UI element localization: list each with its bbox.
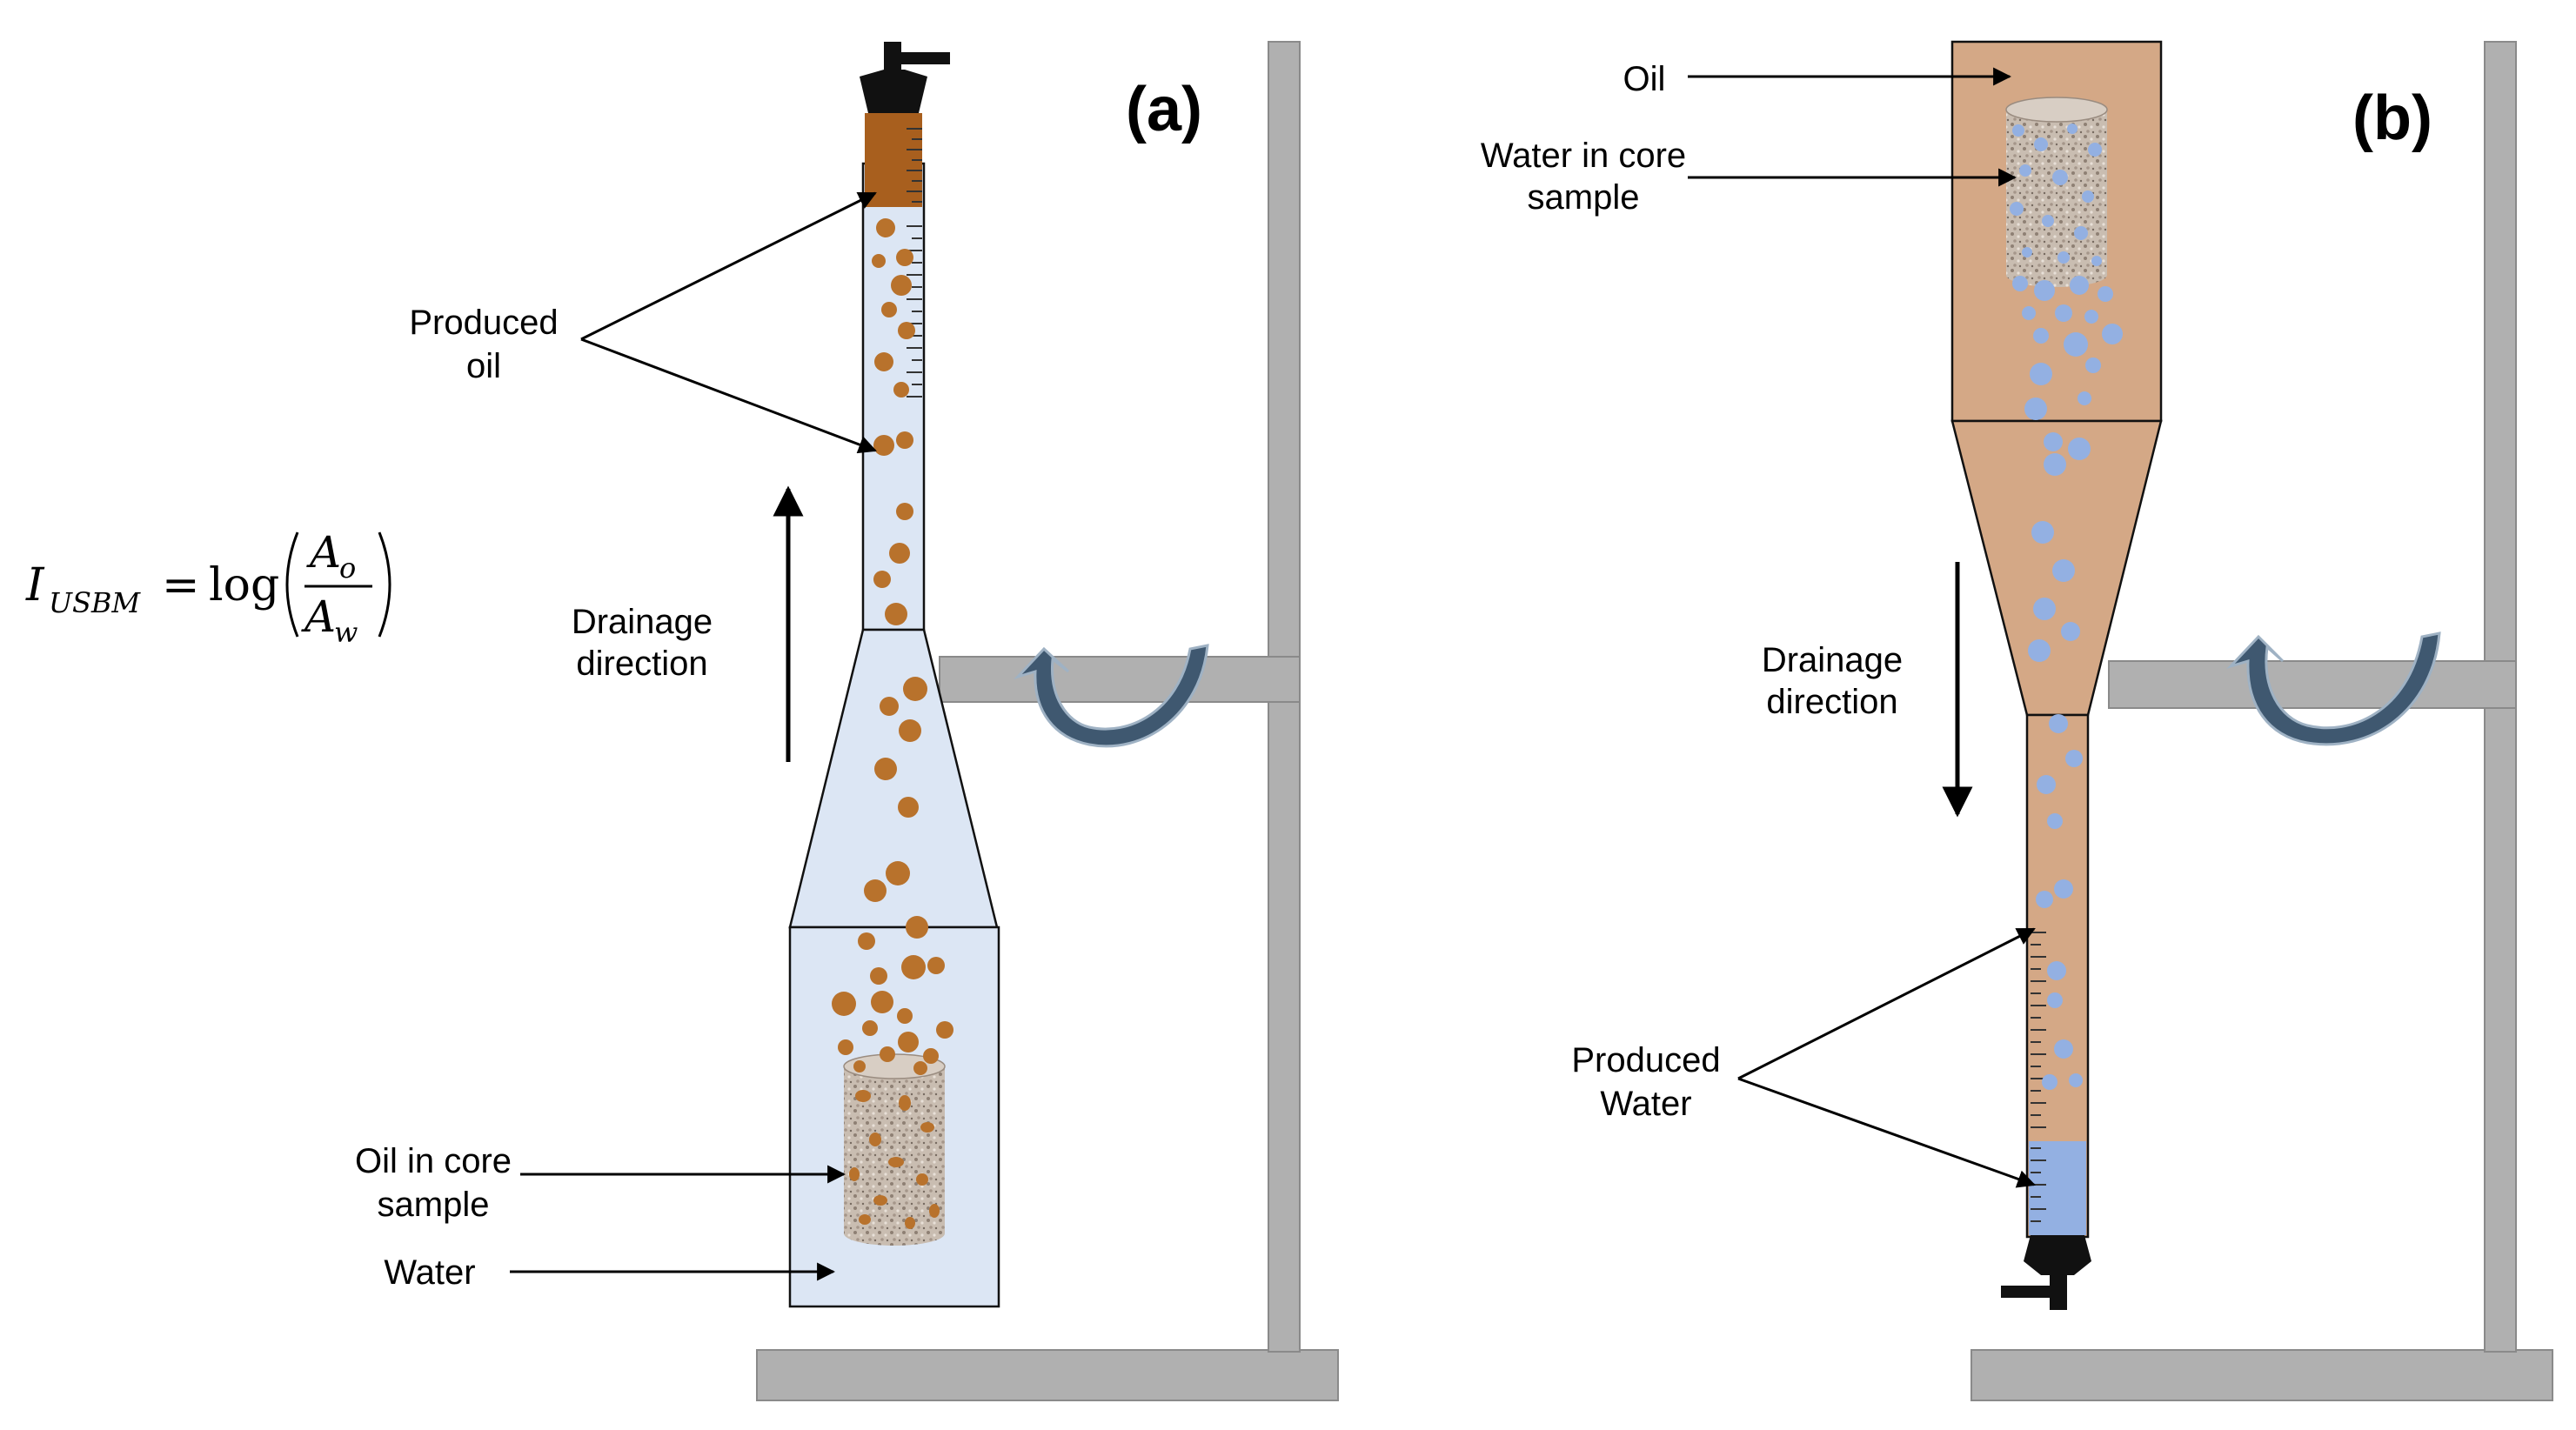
produced-oil-label-line1: Produced: [409, 304, 558, 342]
water-in-core-label-line1: Water in core: [1481, 137, 1686, 175]
bottom-cap-b: [2024, 1235, 2091, 1275]
equation-equals: =: [162, 559, 200, 611]
equation-lhs-symbol: I: [25, 559, 45, 611]
rotation-arrow-icon-a: [1014, 644, 1209, 748]
stopcock-handle-b: [2001, 1286, 2067, 1298]
equation-denominator-subscript: w: [334, 616, 358, 649]
panel-a: Drainage direction Produced oil Oil in c…: [355, 41, 1339, 1401]
produced-water-label-line2: Water: [1600, 1085, 1691, 1123]
oil-label-b: Oil: [1623, 60, 1666, 98]
oil-in-core-label-line2: sample: [378, 1186, 490, 1224]
equation-right-paren: [378, 531, 391, 638]
oil-in-core-label-line1: Oil in core: [355, 1142, 512, 1180]
stand-base-a: [756, 1349, 1339, 1401]
top-cap-a: [860, 70, 927, 113]
drainage-label-b-line1: Drainage: [1762, 641, 1903, 679]
equation-left-paren: [285, 531, 299, 638]
equation-log: log: [209, 559, 279, 611]
produced-water-layer-b: [2029, 1141, 2086, 1235]
produced-oil-pointer-upper: [580, 191, 877, 341]
stopcock-handle-a: [884, 52, 950, 64]
water-label-a: Water: [384, 1253, 475, 1292]
produced-water-pointer-upper: [1737, 927, 2036, 1080]
equation-lhs-subscript: USBM: [49, 586, 141, 619]
water-in-core-label-line2: sample: [1528, 178, 1640, 217]
clamp-arm-b: [2108, 660, 2517, 709]
drainage-label-a-line1: Drainage: [572, 603, 713, 641]
produced-water-label-line1: Produced: [1571, 1041, 1720, 1079]
panel-b: Drainage direction Oil Water in core sam…: [1481, 40, 2553, 1401]
usbm-equation: I USBM = log A o A w: [25, 527, 391, 649]
drainage-label-b-line2: direction: [1766, 683, 1897, 721]
graduation-marks-b: [2031, 932, 2046, 1222]
core-sample-b: [2005, 97, 2108, 287]
produced-oil-label-line2: oil: [466, 347, 501, 385]
graduation-marks-a: [907, 128, 922, 398]
core-sample-a: [843, 1053, 946, 1246]
produced-water-pointer-lower: [1737, 1077, 2036, 1188]
equation-numerator-symbol: A: [306, 527, 341, 578]
drainage-label-a-line2: direction: [576, 645, 707, 683]
equation-denominator-symbol: A: [301, 591, 336, 642]
clamp-arm-a: [939, 656, 1301, 703]
oil-droplets-a: [832, 218, 953, 1075]
panel-b-tag: (b): [2352, 84, 2432, 153]
water-droplets-b: [2012, 276, 2123, 1090]
stand-base-b: [1970, 1349, 2553, 1401]
rotation-arrow-icon-b: [2226, 631, 2441, 746]
panel-a-tag: (a): [1126, 75, 1202, 144]
equation-numerator-subscript: o: [339, 551, 356, 585]
produced-oil-pointer-lower: [580, 337, 877, 454]
